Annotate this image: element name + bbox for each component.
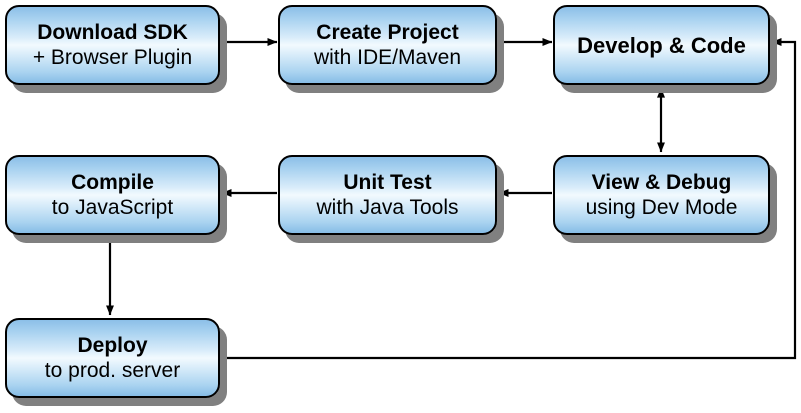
node-develop-code[interactable]: Develop & Code	[553, 5, 770, 85]
node-compile-line1: Compile	[71, 171, 154, 194]
node-deploy-line2: to prod. server	[44, 359, 181, 382]
node-unit-test-line1: Unit Test	[343, 171, 432, 194]
node-view-debug-line2: using Dev Mode	[585, 196, 738, 219]
node-unit-test-line2: with Java Tools	[316, 196, 459, 219]
node-compile-line2: to JavaScript	[51, 196, 174, 219]
node-view-debug-line1: View & Debug	[591, 171, 732, 194]
node-develop-code-line1: Develop & Code	[577, 32, 746, 58]
node-compile[interactable]: Compile to JavaScript	[5, 155, 220, 235]
node-deploy[interactable]: Deploy to prod. server	[5, 318, 220, 398]
node-download-sdk[interactable]: Download SDK + Browser Plugin	[5, 5, 220, 85]
node-download-sdk-line1: Download SDK	[37, 21, 188, 44]
node-create-project-line1: Create Project	[316, 21, 459, 44]
node-create-project[interactable]: Create Project with IDE/Maven	[278, 5, 497, 85]
node-unit-test[interactable]: Unit Test with Java Tools	[278, 155, 497, 235]
node-deploy-line1: Deploy	[77, 334, 148, 357]
node-view-debug[interactable]: View & Debug using Dev Mode	[553, 155, 770, 235]
node-download-sdk-line2: + Browser Plugin	[32, 46, 193, 69]
node-create-project-line2: with IDE/Maven	[313, 46, 462, 69]
